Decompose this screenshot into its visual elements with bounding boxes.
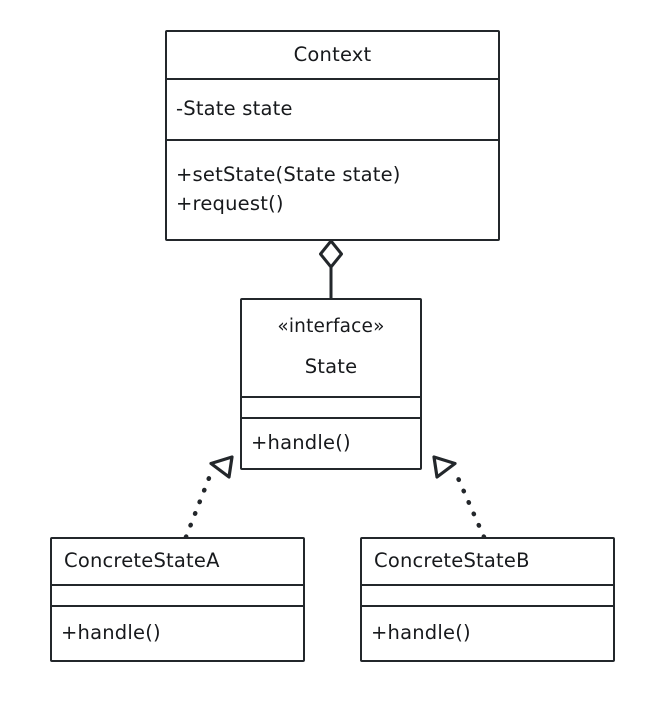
operation-handle-concrete-b: +handle() [371,620,471,644]
realization-line-b [455,475,487,540]
hollow-triangle-marker-b [432,455,457,479]
attributes-compartment-concrete-a [52,584,303,605]
class-box-state[interactable]: «interface» State +handle() [240,298,422,470]
class-box-concrete-state-a[interactable]: ConcreteStateA +handle() [50,537,305,662]
hollow-diamond-marker [319,239,343,269]
class-name-compartment-concrete-b: ConcreteStateB [362,539,613,584]
class-name-concrete-state-b: ConcreteStateB [374,549,530,573]
attributes-compartment-context: -State state [167,78,498,139]
operation-handle-state: +handle() [251,430,351,454]
class-name-state: State [304,355,358,379]
class-name-context: Context [293,42,372,66]
stereotype-interface: «interface» [277,316,385,338]
class-name-compartment-state: «interface» State [242,300,420,396]
class-name-compartment-concrete-a: ConcreteStateA [52,539,303,584]
attributes-compartment-concrete-b [362,584,613,605]
class-name-concrete-state-a: ConcreteStateA [64,549,220,573]
relationship-concrete-a-state [183,455,234,540]
operation-handle-concrete-a: +handle() [61,620,161,644]
class-name-compartment-context: Context [167,32,498,78]
attributes-compartment-state [242,396,420,417]
hollow-triangle-marker-a [209,455,234,479]
operations-compartment-concrete-b: +handle() [362,605,613,659]
operations-compartment-concrete-a: +handle() [52,605,303,659]
class-box-context[interactable]: Context -State state +setState(State sta… [165,30,500,241]
operations-compartment-context: +setState(State state) +request() [167,139,498,238]
attribute-state: -State state [176,97,293,121]
operation-set-state: +setState(State state) [176,163,401,187]
operations-compartment-state: +handle() [242,417,420,467]
relationship-context-state [319,239,343,299]
relationship-concrete-b-state [432,455,487,540]
realization-line-a [183,475,212,540]
class-box-concrete-state-b[interactable]: ConcreteStateB +handle() [360,537,615,662]
operation-request: +request() [176,191,284,215]
